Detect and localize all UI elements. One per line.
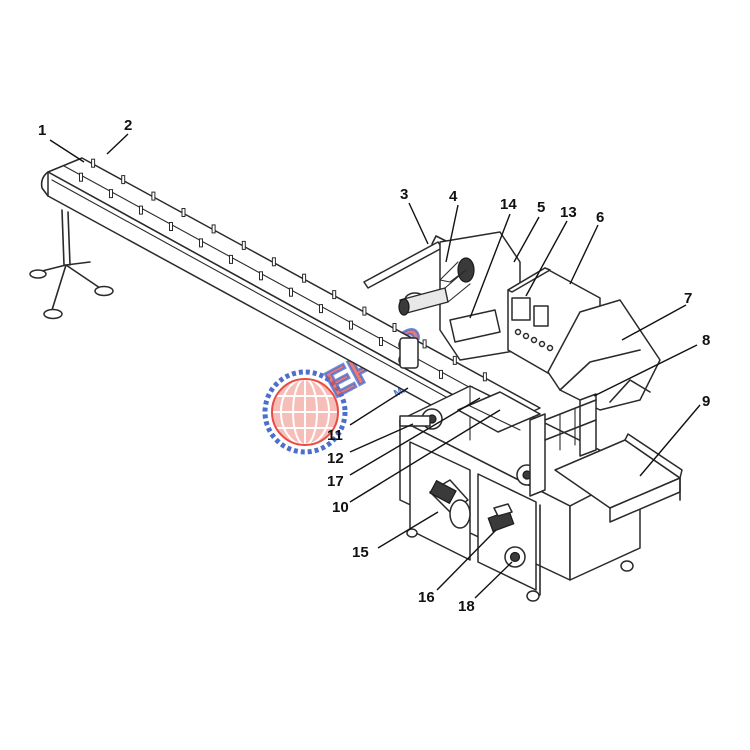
film-reel-unit: [363, 231, 521, 369]
conveyor-pusher: [482, 372, 487, 382]
callout-9: 9: [702, 393, 710, 410]
conveyor-stand: [29, 209, 114, 320]
callout-17: 17: [327, 473, 344, 490]
conveyor-pusher: [181, 208, 186, 217]
callout-labels: 1 2 3 4 14 5 13 6 7 8 9 11 12 17 10 15 1…: [38, 117, 710, 615]
conveyor-pusher: [289, 287, 293, 297]
callout-3: 3: [400, 186, 408, 203]
conveyor-pusher: [422, 339, 427, 349]
callout-11: 11: [327, 427, 343, 444]
conveyor-pusher: [452, 355, 457, 365]
conveyor-pushers: [79, 158, 487, 396]
callout-8: 8: [702, 332, 710, 349]
callout-7: 7: [684, 290, 692, 307]
conveyor-pusher: [169, 222, 173, 231]
callout-13: 13: [560, 204, 577, 221]
conveyor-pusher: [139, 205, 143, 215]
machine-body: [399, 267, 683, 602]
conveyor-pusher: [319, 304, 323, 314]
conveyor-pusher: [241, 240, 246, 250]
callout-10: 10: [332, 499, 349, 516]
conveyor-pusher: [362, 306, 367, 316]
callout-14: 14: [500, 196, 517, 213]
conveyor-pusher: [259, 271, 263, 281]
callout-12: 12: [327, 450, 344, 467]
callout-1: 1: [38, 122, 46, 139]
conveyor-pusher: [229, 254, 233, 264]
conveyor-pusher: [379, 337, 383, 346]
conveyor-pusher: [211, 224, 216, 234]
conveyor-pusher: [439, 369, 443, 379]
callout-18: 18: [458, 598, 475, 615]
callout-6: 6: [596, 209, 604, 226]
conveyor-pusher: [271, 257, 276, 267]
conveyor-pusher: [79, 172, 83, 182]
conveyor-pusher: [349, 320, 353, 330]
callout-4: 4: [449, 188, 458, 205]
conveyor-pusher: [151, 191, 156, 201]
conveyor-pusher: [199, 238, 203, 248]
callout-15: 15: [352, 544, 369, 561]
conveyor-pusher: [121, 175, 126, 185]
callout-16: 16: [418, 589, 435, 606]
callout-2: 2: [124, 117, 132, 134]
callout-5: 5: [537, 199, 545, 216]
conveyor-pusher: [302, 273, 307, 283]
conveyor-pusher: [332, 290, 337, 300]
conveyor-pusher: [392, 323, 397, 332]
leader-lines: [49, 133, 701, 599]
conveyor-pusher: [109, 189, 113, 199]
conveyor-pusher: [91, 158, 96, 168]
